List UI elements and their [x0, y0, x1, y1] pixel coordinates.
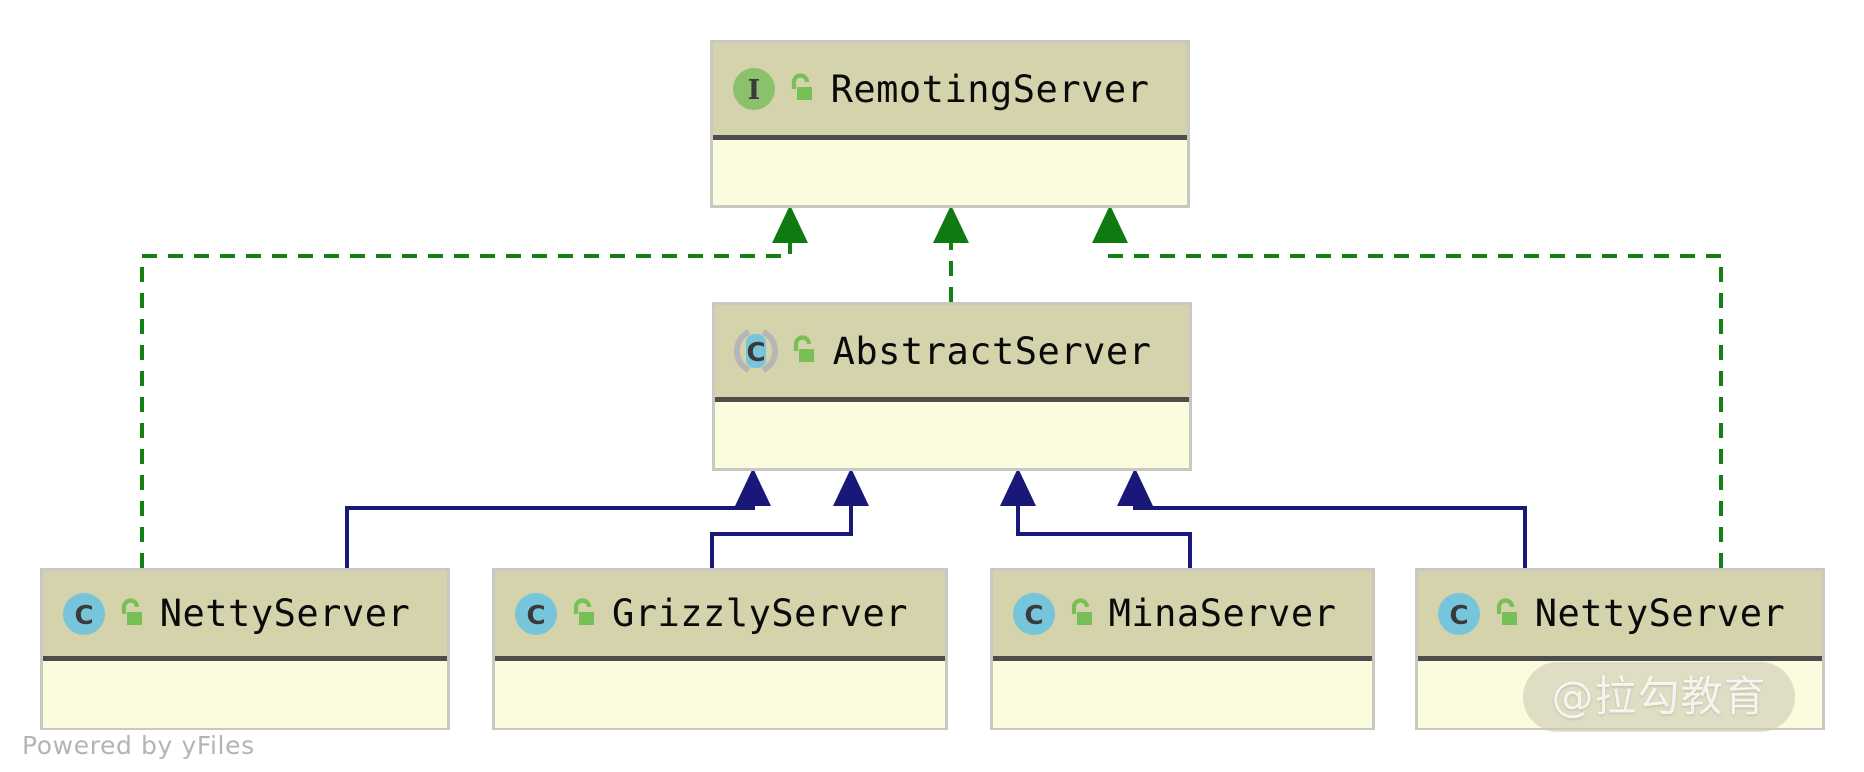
uml-node-body [715, 402, 1189, 468]
inheritance-edge-mina [1000, 468, 1192, 568]
uml-node-header: C NettyServer [43, 571, 447, 661]
uml-node-title: GrizzlyServer [611, 592, 909, 635]
svg-text:C: C [746, 338, 765, 368]
class-c-icon: C [1011, 591, 1057, 637]
unlocked-public-icon [113, 597, 147, 631]
svg-text:C: C [74, 601, 93, 631]
uml-node-mina-server[interactable]: C MinaServer [990, 568, 1375, 730]
unlocked-public-icon [1488, 597, 1522, 631]
inheritance-edge-grizzly [710, 468, 869, 568]
uml-node-body [43, 661, 447, 728]
uml-node-header: C GrizzlyServer [495, 571, 945, 661]
uml-node-title: AbstractServer [832, 329, 1152, 373]
uml-node-title: MinaServer [1108, 592, 1337, 635]
uml-node-header: I RemotingServer [713, 43, 1187, 140]
uml-node-grizzly-server[interactable]: C GrizzlyServer [492, 568, 948, 730]
unlocked-public-icon [1063, 597, 1097, 631]
uml-node-netty-server-left[interactable]: C NettyServer [40, 568, 450, 730]
uml-node-header: C AbstractServer [715, 305, 1189, 402]
class-c-icon: C [61, 591, 107, 637]
realization-edge-netty-left [140, 205, 808, 568]
unlocked-public-icon [785, 334, 819, 368]
uml-node-header: C MinaServer [993, 571, 1372, 661]
svg-text:C: C [1449, 601, 1468, 631]
uml-node-title: RemotingServer [830, 67, 1150, 111]
realization-edge-abstract [933, 205, 969, 302]
uml-node-body [993, 661, 1372, 728]
uml-node-body [713, 140, 1187, 205]
uml-node-body [495, 661, 945, 728]
powered-by-label: Powered by yFiles [22, 731, 255, 760]
svg-text:C: C [1024, 601, 1043, 631]
class-c-icon: C [513, 591, 559, 637]
unlocked-public-icon [783, 72, 817, 106]
uml-node-title: NettyServer [159, 592, 411, 635]
class-c-icon: C [1436, 591, 1482, 637]
uml-node-header: C NettyServer [1418, 571, 1822, 661]
uml-node-abstract-server[interactable]: C AbstractServer [712, 302, 1192, 471]
inheritance-edge-netty-left [345, 468, 771, 568]
abstract-class-c-icon: C [733, 328, 779, 374]
uml-node-remoting-server[interactable]: I RemotingServer [710, 40, 1190, 208]
svg-text:I: I [748, 75, 761, 106]
uml-node-title: NettyServer [1534, 592, 1786, 635]
watermark: @拉勾教育 [1523, 662, 1795, 732]
inheritance-edge-netty-right [1117, 468, 1527, 568]
interface-i-icon: I [731, 66, 777, 112]
svg-text:C: C [526, 601, 545, 631]
unlocked-public-icon [565, 597, 599, 631]
